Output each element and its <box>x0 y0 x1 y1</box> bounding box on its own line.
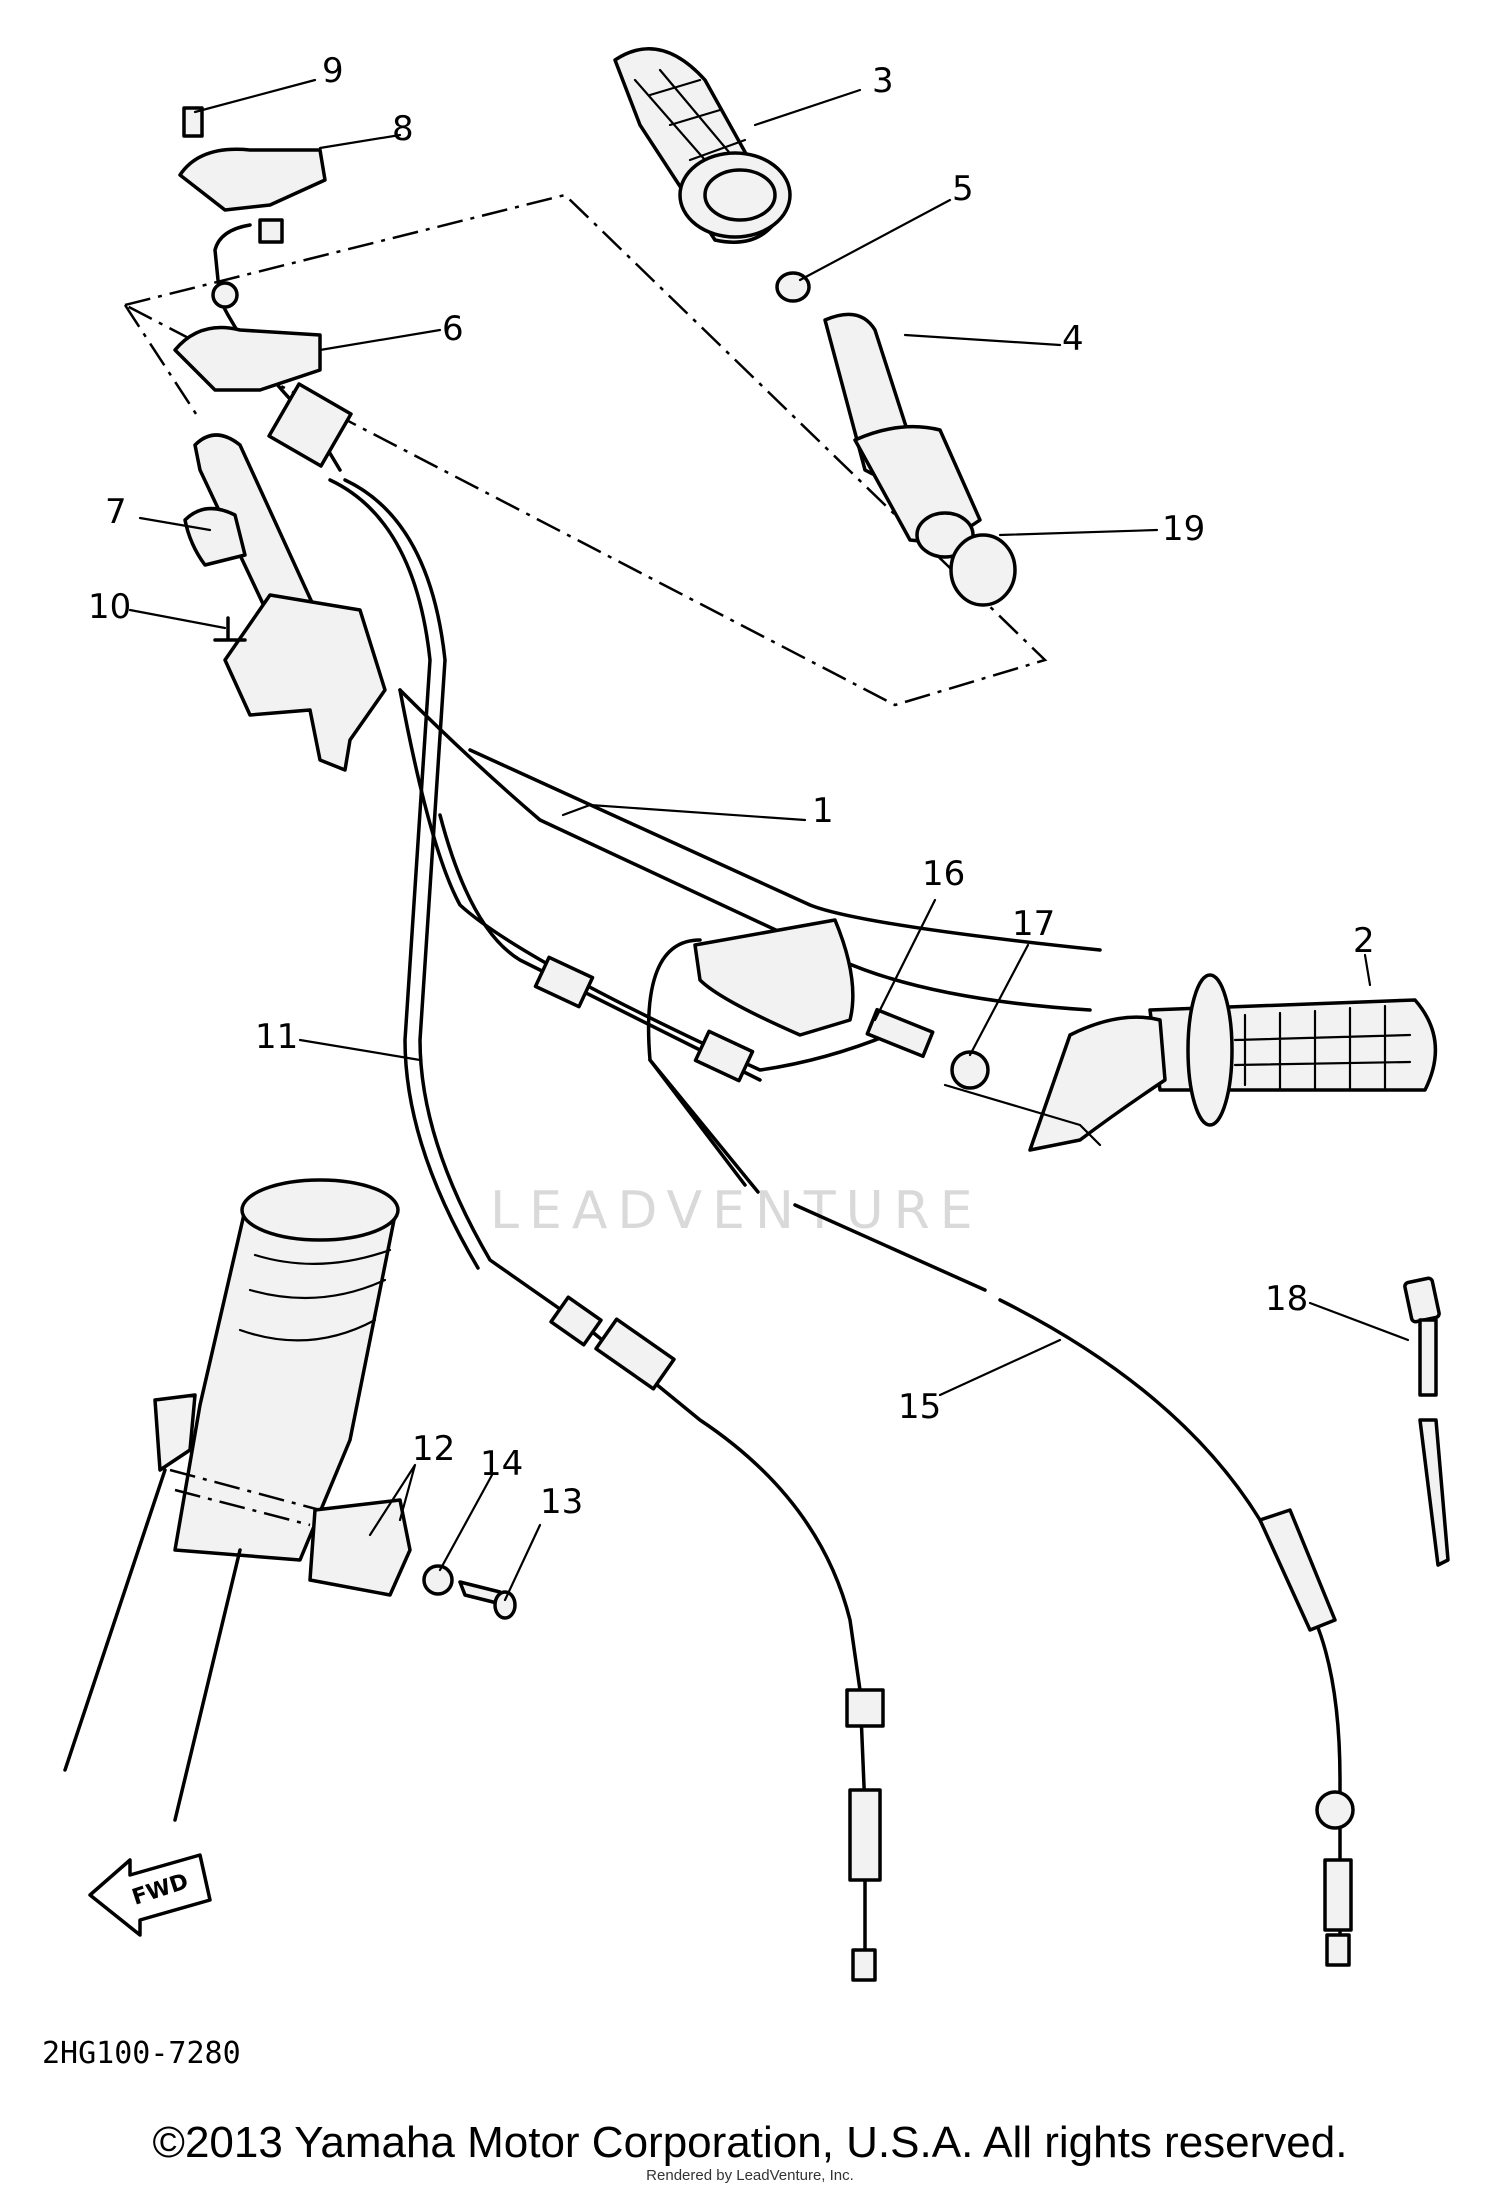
clamp-parts <box>173 106 327 392</box>
callout-8: 8 <box>392 109 414 149</box>
fwd-arrow-icon: FWD <box>88 1853 212 1937</box>
callout-16: 16 <box>922 854 965 894</box>
callout-12: 12 <box>412 1429 455 1469</box>
callout-11: 11 <box>255 1017 298 1057</box>
handlebar <box>398 688 1102 1083</box>
callout-19: 19 <box>1162 509 1205 549</box>
leader-lines <box>128 78 1410 1602</box>
watermark: LEADVENTURE <box>490 1181 983 1241</box>
rendered-by-notice: Rendered by LeadVenture, Inc. <box>646 2167 854 2184</box>
callout-17: 17 <box>1012 904 1055 944</box>
throttle-cable <box>343 478 867 1972</box>
callout-6: 6 <box>442 309 464 349</box>
callout-10: 10 <box>88 587 131 627</box>
callouts: 1 2 3 4 5 6 7 8 9 10 11 12 13 14 15 16 1… <box>88 51 1375 1522</box>
copyright-notice: ©2013 Yamaha Motor Corporation, U.S.A. A… <box>152 2118 1348 2167</box>
fork-clamp <box>308 1498 517 1620</box>
callout-9: 9 <box>322 51 344 91</box>
callout-7: 7 <box>105 492 127 532</box>
diagram-code: 2HG100-7280 <box>42 2036 241 2071</box>
callout-2: 2 <box>1353 921 1375 961</box>
fork-tube <box>63 1178 400 1822</box>
callout-5: 5 <box>952 169 974 209</box>
left-switch <box>183 433 387 772</box>
callout-18: 18 <box>1265 1279 1308 1319</box>
clutch-cable <box>646 938 1342 1962</box>
callout-14: 14 <box>480 1444 523 1484</box>
callout-1: 1 <box>812 791 834 831</box>
right-grip <box>1028 973 1438 1152</box>
callout-3: 3 <box>872 61 894 101</box>
cable-tie <box>1403 1276 1450 1567</box>
throttle-grip-parts <box>613 47 1017 607</box>
callout-4: 4 <box>1062 319 1084 359</box>
throttle-group-outline <box>121 193 1048 707</box>
callout-13: 13 <box>540 1482 583 1522</box>
callout-15: 15 <box>898 1387 941 1427</box>
